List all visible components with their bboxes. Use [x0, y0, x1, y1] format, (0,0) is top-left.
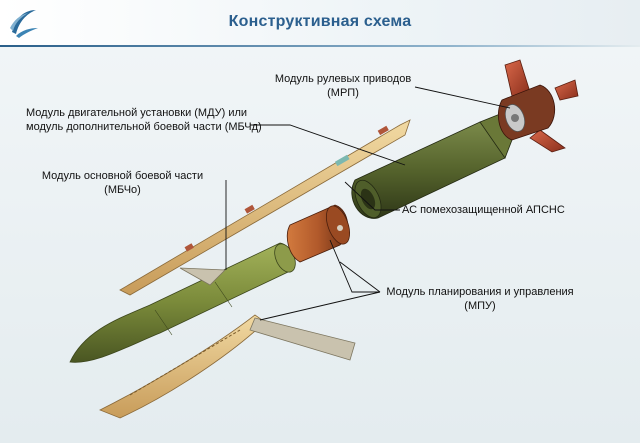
- wing-upper: [119, 119, 411, 296]
- label-mbcho-line2: (МБЧо): [104, 184, 141, 196]
- label-mdu: Модуль двигательной установки (МДУ) или …: [26, 106, 262, 134]
- page-title: Конструктивная схема: [228, 13, 412, 30]
- label-mpu-line2: (МПУ): [464, 300, 496, 312]
- label-mdu-line2: модуль дополнительной боевой части (МБЧд…: [26, 121, 262, 133]
- label-apsns: АС помехозащищенной АПСНС: [402, 203, 592, 217]
- header-band: [0, 0, 640, 46]
- label-mpu: Модуль планирования и управления (МПУ): [380, 285, 580, 313]
- label-mbcho-line1: Модуль основной боевой части: [41, 170, 204, 182]
- label-mbcho: Модуль основной боевой части (МБЧо): [20, 169, 225, 197]
- swoosh-logo-icon: [10, 10, 38, 38]
- header-divider: [0, 45, 640, 47]
- planning-control-module: [99, 267, 356, 419]
- label-mrp-line2: (МРП): [327, 87, 359, 99]
- rudder-actuator-module: [497, 59, 579, 153]
- label-mrp-line1: Модуль рулевых приводов: [274, 73, 412, 85]
- leader-lines: [225, 86, 511, 321]
- copper-module: [286, 204, 351, 263]
- label-apsns-text: АС помехозащищенной АПСНС: [402, 204, 565, 216]
- label-mpu-line1: Модуль планирования и управления: [386, 286, 574, 298]
- label-mdu-line1: Модуль двигательной установки (МДУ) или: [26, 107, 248, 119]
- label-mrp: Модуль рулевых приводов (МРП): [263, 72, 423, 100]
